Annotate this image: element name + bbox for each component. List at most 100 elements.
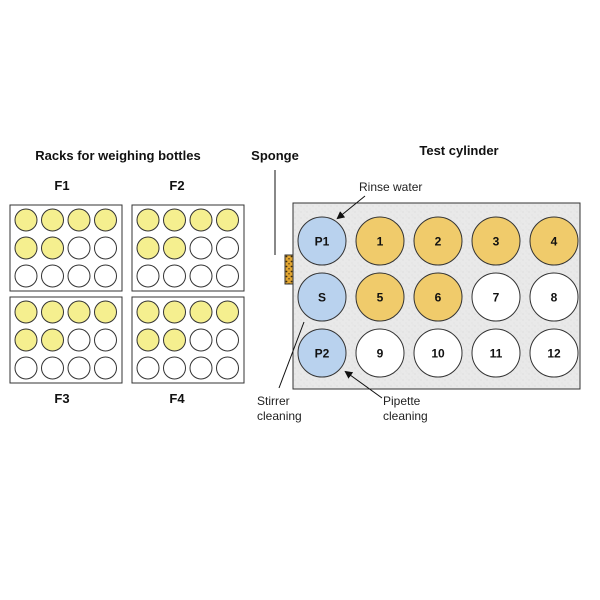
bottle-empty [216,328,239,352]
bottle-filled [41,236,64,260]
well-label-10: 10 [431,347,445,361]
well-label-1: 1 [377,235,384,249]
rack-label-f3: F3 [54,391,69,406]
bottle-empty [14,264,38,288]
bottle-filled [136,328,160,352]
bottle-empty [41,264,64,288]
bottle-empty [94,328,117,352]
rack-f1 [9,204,123,292]
well-p2 [297,328,347,378]
bottle-filled [94,300,117,324]
well-label-9: 9 [377,347,384,361]
bottle-filled [41,328,64,352]
bottle-filled [136,236,160,260]
bottle-empty [94,264,117,288]
bottle-filled [94,208,117,232]
bottle-empty [163,356,186,380]
bottle-filled [163,236,186,260]
well-label-s: S [318,291,326,305]
rack-label-f1: F1 [54,178,69,193]
bottle-empty [67,356,91,380]
racks-title: Racks for weighing bottles [35,148,200,163]
bottle-filled [14,300,38,324]
bottle-empty [189,264,213,288]
well-label-p1: P1 [315,235,330,249]
well-label-12: 12 [547,347,561,361]
bottle-empty [94,356,117,380]
bottle-filled [163,328,186,352]
bottle-empty [67,264,91,288]
bottle-filled [14,208,38,232]
bottle-empty [163,264,186,288]
rack-f2 [131,204,245,292]
bottle-filled [41,208,64,232]
rack-label-f4: F4 [169,391,185,406]
sponge-title: Sponge [251,148,299,163]
rack-label-f2: F2 [169,178,184,193]
stirrer-pointer-line [278,321,305,389]
bottle-empty [94,236,117,260]
bottle-empty [216,236,239,260]
bottle-filled [163,208,186,232]
bottle-empty [67,328,91,352]
well-label-8: 8 [551,291,558,305]
bottle-empty [136,264,160,288]
stirrer-label-line1: Stirrer [257,394,290,408]
bottle-filled [14,328,38,352]
pipette-label-line1: Pipette [383,394,421,408]
bottle-empty [14,356,38,380]
well-s [297,272,347,322]
well-label-2: 2 [435,235,442,249]
well-10 [413,328,463,378]
bottle-filled [216,208,239,232]
well-5 [355,272,405,322]
pipette-cleaning-arrow [344,370,383,399]
bottle-empty [189,356,213,380]
well-label-6: 6 [435,291,442,305]
well-label-11: 11 [490,347,503,361]
stirrer-label-line2: cleaning [257,409,302,423]
cylinder-title: Test cylinder [419,143,498,158]
bottle-empty [136,356,160,380]
rinse-water-arrow [336,195,366,220]
bottle-empty [41,356,64,380]
bottle-filled [216,300,239,324]
well-label-7: 7 [493,291,500,305]
bottle-empty [216,264,239,288]
well-7 [471,272,521,322]
bottle-filled [163,300,186,324]
bottle-filled [67,300,91,324]
well-11 [471,328,521,378]
well-label-4: 4 [551,235,558,249]
well-1 [355,216,405,266]
bottle-filled [136,208,160,232]
bottle-filled [14,236,38,260]
well-12 [529,328,579,378]
well-label-3: 3 [493,235,500,249]
bottle-filled [41,300,64,324]
bottle-filled [67,208,91,232]
bottle-filled [189,208,213,232]
bottle-empty [67,236,91,260]
well-4 [529,216,579,266]
pipette-label-line2: cleaning [383,409,428,423]
rack-f4 [131,296,245,384]
well-9 [355,328,405,378]
well-2 [413,216,463,266]
well-8 [529,272,579,322]
bottle-empty [189,328,213,352]
well-3 [471,216,521,266]
bottle-empty [216,356,239,380]
well-p1 [297,216,347,266]
bottle-filled [136,300,160,324]
bottle-empty [189,236,213,260]
bottle-filled [189,300,213,324]
rinse-water-label: Rinse water [359,180,422,194]
well-6 [413,272,463,322]
well-label-5: 5 [377,291,384,305]
rack-f3 [9,296,123,384]
well-label-p2: P2 [315,347,330,361]
